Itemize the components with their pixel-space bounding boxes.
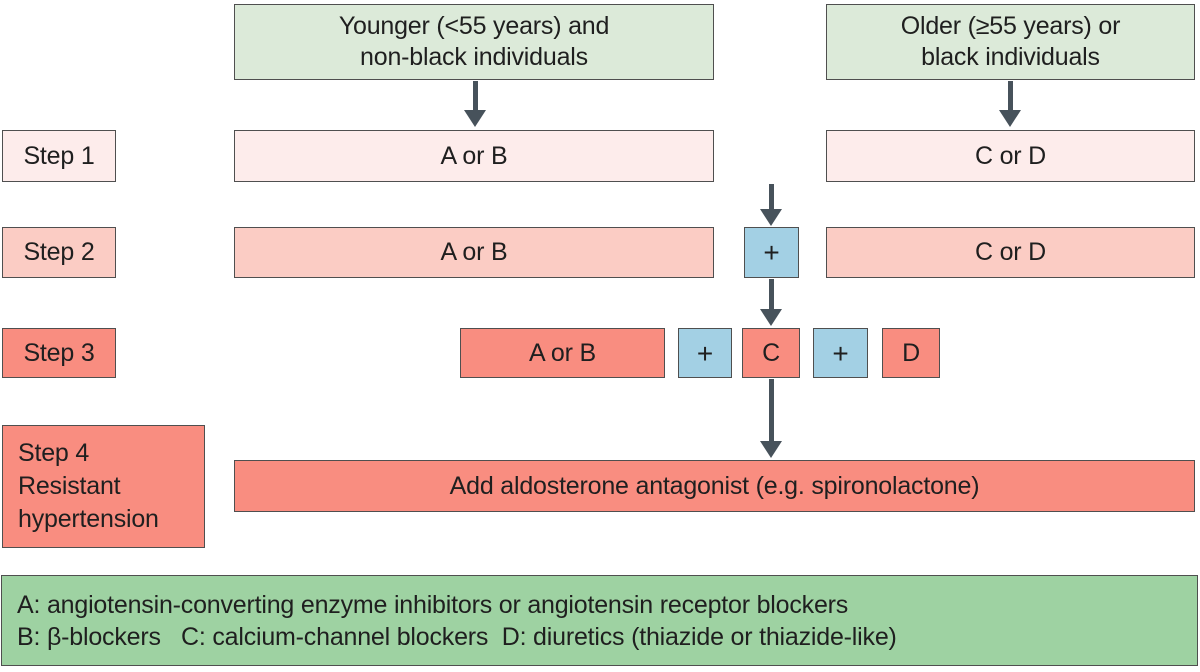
plus-sign: + xyxy=(763,237,780,268)
arrow-stem xyxy=(768,379,774,441)
step3-c-text: C xyxy=(762,338,780,367)
down-arrow-icon xyxy=(759,279,783,326)
step2-a-or-b-text: A or B xyxy=(440,238,508,266)
step1-label-text: Step 1 xyxy=(23,141,95,170)
header-older-line1: Older (≥55 years) or xyxy=(900,12,1121,40)
header-younger-line2: non-black individuals xyxy=(360,43,588,71)
plus-sign: + xyxy=(696,337,714,369)
step1-a-or-b-text: A or B xyxy=(440,141,508,170)
step3-plus-box-2: + xyxy=(813,328,868,378)
arrow-head xyxy=(464,110,486,127)
drug-key-legend: A: angiotensin-converting enzyme inhibit… xyxy=(1,575,1198,666)
arrow-head xyxy=(760,441,782,458)
step4-aldosterone-bar: Add aldosterone antagonist (e.g. spirono… xyxy=(234,460,1195,512)
step1-label: Step 1 xyxy=(2,130,116,182)
step1-c-or-d-text: C or D xyxy=(974,141,1047,170)
step4-label-line2: Resistant xyxy=(18,472,121,500)
step4-label: Step 4 Resistant hypertension xyxy=(2,425,205,548)
arrow-head xyxy=(760,309,782,326)
plus-sign: + xyxy=(832,337,849,369)
step2-label-text: Step 2 xyxy=(23,238,95,266)
step4-label-line3: hypertension xyxy=(18,505,159,533)
header-younger-line1: Younger (<55 years) and xyxy=(338,12,610,40)
legend-line1: A: angiotensin-converting enzyme inhibit… xyxy=(17,591,849,619)
header-older-black: Older (≥55 years) or black individuals xyxy=(826,4,1195,80)
step4-label-line1: Step 4 xyxy=(18,439,90,467)
step2-plus-box: + xyxy=(744,227,799,278)
arrow-stem xyxy=(768,279,774,309)
step3-d-box: D xyxy=(882,328,940,378)
step3-a-or-b-text: A or B xyxy=(529,338,596,367)
step1-c-or-d-box: C or D xyxy=(826,130,1195,182)
arrow-stem xyxy=(472,81,478,110)
step3-label-text: Step 3 xyxy=(23,338,95,367)
header-older-line2: black individuals xyxy=(921,43,1100,71)
step2-a-or-b-box: A or B xyxy=(234,227,714,278)
arrow-stem xyxy=(768,184,774,209)
legend-line2: B: β-blockers C: calcium-channel blocker… xyxy=(17,623,897,651)
arrow-stem xyxy=(1007,81,1013,110)
header-younger-nonblack: Younger (<55 years) and non-black indivi… xyxy=(234,4,714,80)
step3-label: Step 3 xyxy=(2,328,116,378)
step3-plus-box-1: + xyxy=(678,328,732,378)
down-arrow-icon xyxy=(998,81,1022,127)
step2-c-or-d-box: C or D xyxy=(826,227,1195,278)
arrow-head xyxy=(760,209,782,226)
step2-c-or-d-text: C or D xyxy=(974,238,1047,266)
step3-a-or-b-box: A or B xyxy=(460,328,665,378)
arrow-head xyxy=(999,110,1021,127)
step1-a-or-b-box: A or B xyxy=(234,130,714,182)
down-arrow-icon xyxy=(463,81,487,127)
step3-c-box: C xyxy=(742,328,800,378)
step4-aldosterone-text: Add aldosterone antagonist (e.g. spirono… xyxy=(449,471,980,500)
step3-d-text: D xyxy=(902,338,920,367)
step2-label: Step 2 xyxy=(2,227,116,278)
down-arrow-icon xyxy=(759,379,783,458)
down-arrow-icon xyxy=(759,184,783,226)
